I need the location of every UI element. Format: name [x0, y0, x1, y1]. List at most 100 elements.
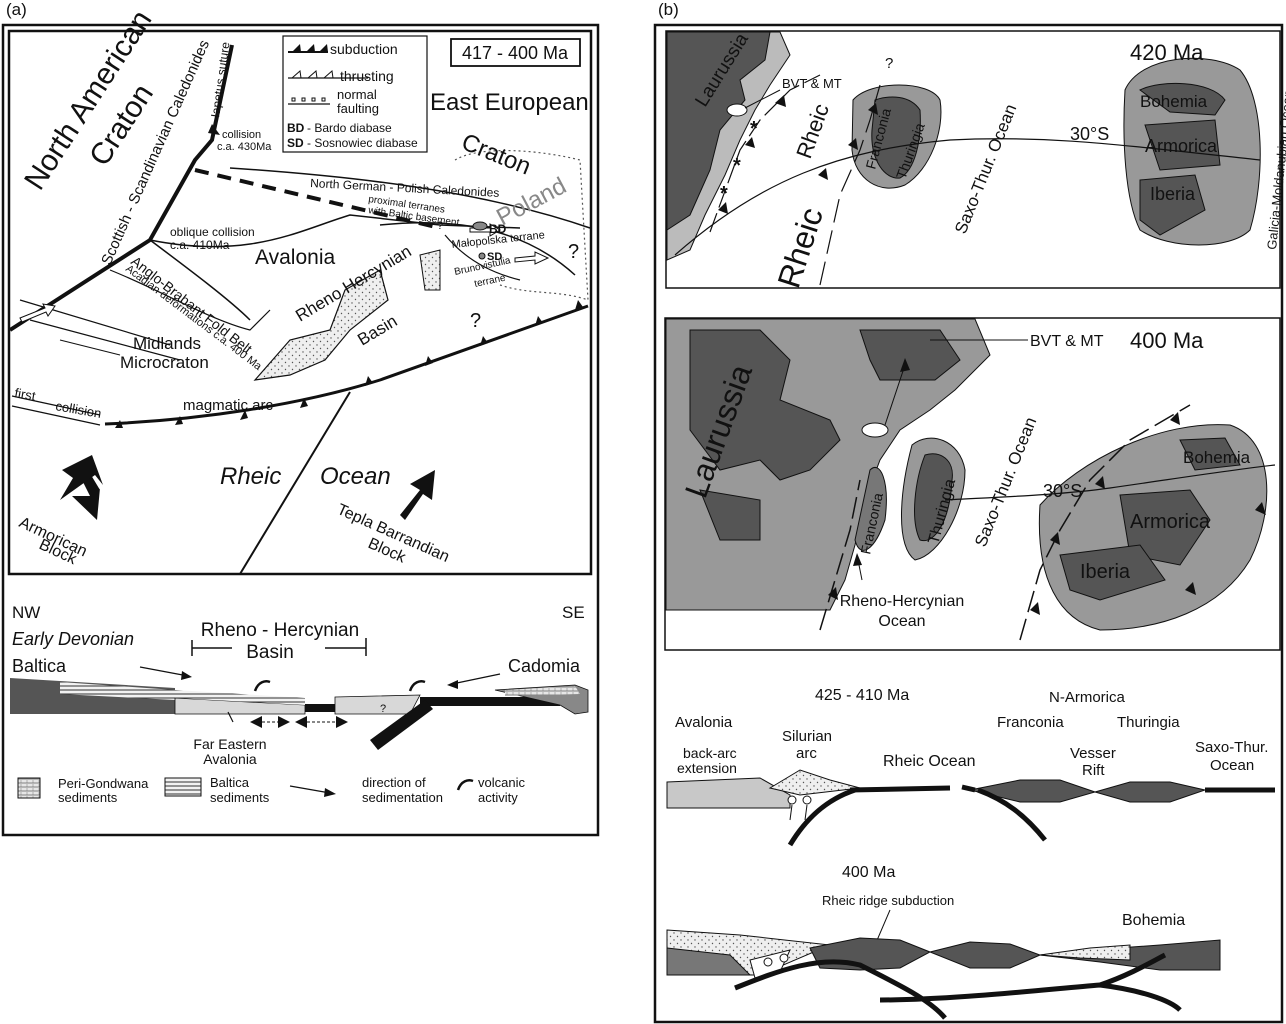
label-avalonia: Avalonia: [255, 246, 335, 269]
svg-text:*: *: [720, 183, 728, 205]
s1-silurian-1: Silurian: [782, 728, 832, 745]
svg-text:*: *: [733, 155, 741, 177]
s1-avalonia: Avalonia: [675, 714, 733, 731]
m420-bohemia: Bohemia: [1140, 92, 1208, 111]
age-box-label: 417 - 400 Ma: [462, 43, 569, 63]
terrane-arrow-2: [514, 251, 550, 265]
legend-baltica-1: Baltica: [210, 775, 250, 790]
label-sd: SD: [487, 251, 502, 263]
label-midlands-2: Microcraton: [120, 353, 209, 372]
label-iapetus: Iapetus suture: [208, 41, 232, 119]
armorican-arrow-head: [60, 455, 103, 500]
label-brunovistulia-2: terrane: [473, 272, 507, 289]
s1-saxo-1: Saxo-Thur.: [1195, 739, 1268, 756]
section-baltica: Baltica: [12, 656, 67, 676]
basin-fragment: [419, 249, 441, 291]
label-midlands-1: Midlands: [133, 334, 201, 353]
rheno-hercynian-basin: [253, 269, 389, 381]
s1-backarc-2: extension: [677, 760, 737, 776]
m400-rh-ocean-2: Ocean: [878, 613, 925, 630]
legend-dir-2: sedimentation: [362, 790, 443, 805]
m420-bvt: BVT & MT: [782, 76, 842, 91]
legend-dir-1: direction of: [362, 775, 426, 790]
legend-peri-2: sediments: [58, 790, 118, 805]
panel-b-label: (b): [658, 0, 679, 19]
section-nw: NW: [12, 603, 40, 622]
s2-age: 400 Ma: [842, 864, 895, 881]
sed-arrow-left: [181, 671, 192, 680]
m400-armorica: Armorica: [1130, 511, 1211, 533]
section-far-eastern-2: Avalonia: [203, 751, 257, 767]
legend-sd-code: SD: [287, 136, 304, 150]
label-bd: BD: [489, 222, 507, 236]
section-400: [666, 929, 1221, 1020]
m420-q: ?: [885, 55, 893, 72]
legend-bd-code: BD: [287, 121, 305, 135]
legend-peri-1: Peri-Gondwana: [58, 776, 149, 791]
m400-rh-ocean-1: Rheno-Hercynian: [840, 593, 965, 610]
s1-n-armorica: N-Armorica: [1049, 689, 1125, 706]
sd-marker: [478, 252, 486, 260]
m400-age: 400 Ma: [1130, 328, 1204, 353]
m420-iberia: Iberia: [1150, 184, 1196, 204]
subduction-teeth: [115, 124, 583, 428]
legend-sd-text: - Sosnowiec diabase: [307, 136, 418, 150]
label-first: first: [13, 385, 37, 403]
legend-thrusting: thrusting: [340, 68, 394, 84]
label-q3: ?: [470, 310, 481, 332]
age-box: [450, 38, 581, 67]
m400-lat: 30°S: [1043, 481, 1082, 501]
map-a-lines: [8, 44, 591, 575]
legend-volc-2: activity: [478, 790, 518, 805]
label-oblique: oblique collision: [170, 225, 255, 239]
s1-vesser-2: Rift: [1082, 762, 1105, 779]
s2-ridge: Rheic ridge subduction: [822, 893, 954, 908]
label-rheic: Rheic: [220, 463, 281, 490]
s1-franconia: Franconia: [997, 714, 1064, 731]
legend-volc-1: volcanic: [478, 775, 525, 790]
section-q: ?: [380, 703, 386, 715]
label-collision: collision: [222, 129, 261, 141]
strike-slip-arrow: [19, 303, 56, 323]
panel-b-frame: [653, 23, 1284, 1024]
svg-text:*: *: [750, 118, 758, 140]
m400-bvt: BVT & MT: [1030, 333, 1104, 350]
s1-saxo-2: Ocean: [1210, 757, 1254, 774]
tepla-arrow: [400, 470, 435, 520]
label-collision-2: collision: [54, 398, 102, 421]
cross-section-a: ?: [10, 678, 589, 750]
m420-lat: 30°S: [1070, 124, 1109, 144]
sediment-legend: Peri-Gondwana sediments Baltica sediment…: [17, 775, 525, 805]
armorican-arrow: [72, 470, 100, 520]
section-far-eastern-1: Far Eastern: [193, 736, 266, 752]
s1-backarc-1: back-arc: [683, 745, 737, 761]
map-400: [665, 318, 1276, 641]
s1-thuringia: Thuringia: [1117, 714, 1180, 731]
legend-subduction: subduction: [330, 41, 398, 57]
m420-age: 420 Ma: [1130, 40, 1204, 65]
label-craton-right: Craton: [458, 129, 535, 181]
label-ocean: Ocean: [320, 463, 391, 490]
s2-bohemia: Bohemia: [1122, 912, 1185, 929]
s1-silurian-2: arc: [796, 745, 817, 762]
section-cadomia: Cadomia: [508, 656, 581, 676]
legend-normal: normal: [337, 87, 377, 102]
legend-faulting: faulting: [337, 101, 379, 116]
s1-age: 425 - 410 Ma: [815, 687, 909, 704]
label-oblique-age: c.a. 410Ma: [170, 238, 230, 252]
structure-legend: subduction thrusting normal faulting BD …: [282, 35, 428, 153]
section-se: SE: [562, 603, 585, 622]
label-north-german: North German - Polish Caledonides: [310, 176, 500, 200]
section-425: [666, 769, 1275, 847]
label-q2: ?: [568, 241, 579, 263]
s1-vesser-1: Vesser: [1070, 745, 1116, 762]
label-q1: ?: [437, 220, 443, 232]
m400-iberia: Iberia: [1080, 561, 1131, 583]
section-rh-2: Basin: [246, 642, 294, 663]
label-magmatic-arc: magmatic arc: [183, 397, 274, 414]
m420-armorica: Armorica: [1145, 136, 1218, 156]
bd-marker: [472, 221, 488, 231]
section-rh-1: Rheno - Hercynian: [201, 620, 359, 641]
label-collision-age: c.a. 430Ma: [217, 141, 272, 153]
